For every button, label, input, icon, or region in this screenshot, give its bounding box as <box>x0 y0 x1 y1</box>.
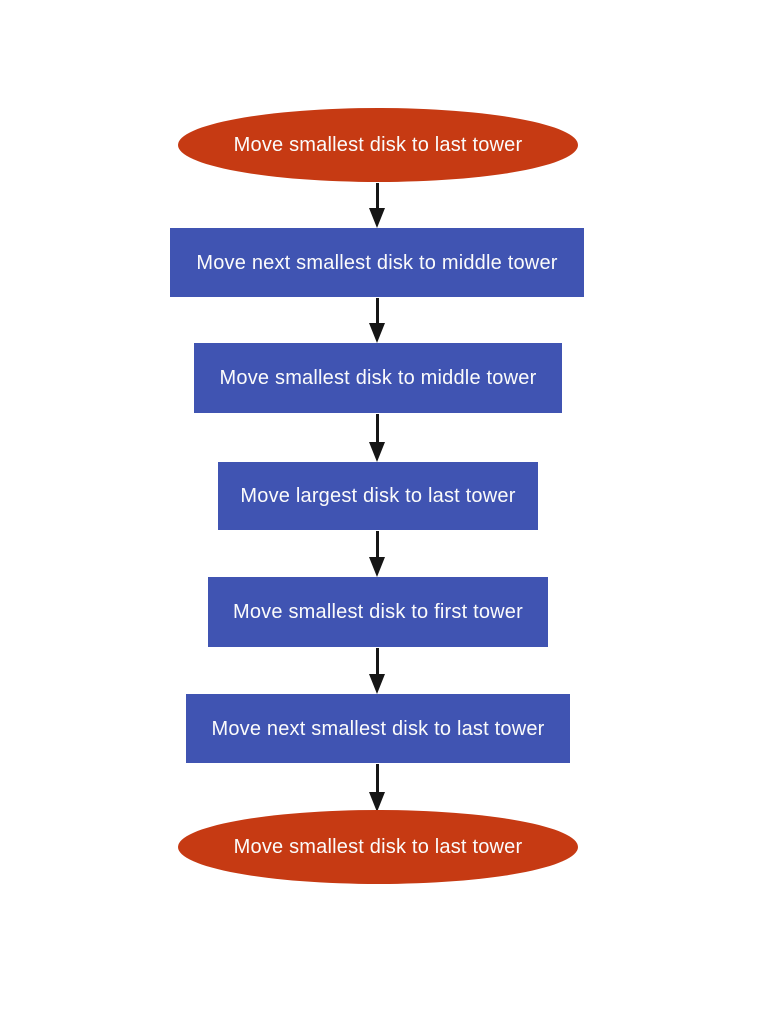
arrow-down-icon <box>369 557 385 577</box>
flow-arrow-2 <box>369 298 385 343</box>
node-label: Move next smallest disk to last tower <box>211 717 545 740</box>
arrow-down-icon <box>369 323 385 343</box>
flow-arrow-4 <box>369 531 385 577</box>
arrow-down-icon <box>369 442 385 462</box>
flowchart-terminal-end: Move smallest disk to last tower <box>178 810 578 884</box>
arrow-shaft <box>375 531 379 557</box>
flow-arrow-3 <box>369 414 385 462</box>
arrow-down-icon <box>369 208 385 228</box>
flowchart-process-step-2: Move smallest disk to middle tower <box>194 343 562 413</box>
flowchart-terminal-start: Move smallest disk to last tower <box>178 108 578 182</box>
node-label: Move smallest disk to middle tower <box>219 367 537 389</box>
arrow-shaft <box>375 183 379 208</box>
flow-arrow-1 <box>369 183 385 228</box>
arrow-shaft <box>375 298 379 323</box>
flowchart-process-step-3: Move largest disk to last tower <box>218 462 538 530</box>
node-label: Move smallest disk to last tower <box>233 134 523 156</box>
flowchart-process-step-5: Move next smallest disk to last tower <box>186 694 570 763</box>
flowchart-process-step-1: Move next smallest disk to middle tower <box>170 228 584 297</box>
node-label: Move smallest disk to last tower <box>233 836 523 858</box>
arrow-shaft <box>375 414 379 442</box>
node-label: Move next smallest disk to middle tower <box>196 251 558 274</box>
node-label: Move largest disk to last tower <box>240 485 516 507</box>
arrow-shaft <box>375 764 379 792</box>
flow-arrow-6 <box>369 764 385 812</box>
node-label: Move smallest disk to first tower <box>232 601 523 623</box>
arrow-down-icon <box>369 674 385 694</box>
flowchart-process-step-4: Move smallest disk to first tower <box>208 577 548 647</box>
arrow-down-icon <box>369 792 385 812</box>
arrow-shaft <box>375 648 379 674</box>
flow-arrow-5 <box>369 648 385 694</box>
